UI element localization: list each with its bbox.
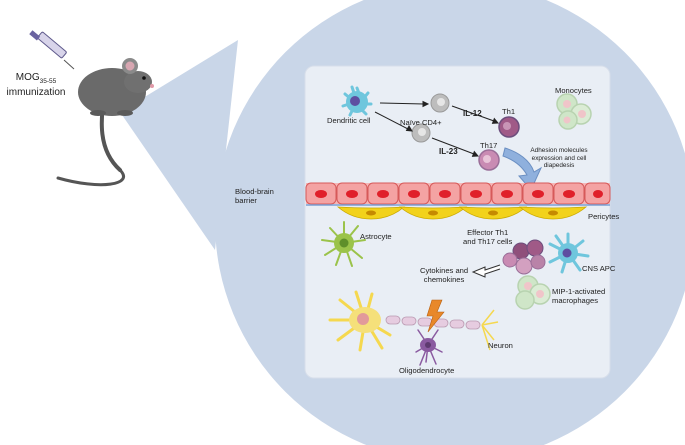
immunization-word: immunization (6, 87, 66, 98)
mouse-icon (56, 58, 154, 187)
mog-label: MOG (15, 72, 40, 83)
pericyte-cells (336, 206, 588, 220)
neuron-cell (328, 290, 499, 352)
effector-t-cells (502, 239, 546, 275)
oligodendrocyte-label: Oligodendrocyte (399, 366, 455, 375)
th1-label: Th1 (502, 107, 516, 116)
dendritic-cell (341, 85, 373, 117)
astrocyte-label: Astrocyte (360, 232, 392, 241)
il23-label: IL-23 (439, 147, 458, 156)
adhesion-label: Adhesion molecules expression and cell d… (530, 147, 588, 169)
pericytes-label: Pericytes (588, 212, 620, 221)
priming-arrows (374, 100, 500, 157)
th17-label: Th17 (480, 141, 498, 150)
naive-cd4-cell-upper (430, 93, 450, 113)
oligodendrocyte-cell (415, 329, 443, 366)
monocytes-label: Monocytes (555, 86, 592, 95)
cns-apc-cell (548, 232, 590, 274)
macrophages-label: MIP-1-activated macrophages (552, 287, 606, 305)
immunization-label: MOG35-55 immunization (2, 72, 70, 98)
neuron-label: Neuron (488, 341, 513, 350)
syringe-icon (29, 30, 75, 70)
cytokines-arrow (471, 264, 501, 278)
zoom-cone (120, 40, 238, 250)
dendritic-cell-label: Dendritic cell (327, 116, 371, 125)
lightning-icon (426, 299, 445, 333)
th17-cell (478, 149, 500, 171)
monocyte-cells (556, 93, 592, 130)
cns-apc-label: CNS APC (582, 264, 616, 273)
mog-peptide-range: 35-55 (39, 78, 57, 85)
effector-label: Effector Th1 and Th17 cells (463, 228, 513, 246)
macrophage-cells (515, 275, 551, 310)
bbb-label: Blood-brain barrier (235, 187, 274, 205)
astrocyte-cell (321, 221, 366, 267)
naive-cd4-label: Naïve CD4+ (400, 118, 442, 127)
endothelial-cells (305, 182, 611, 206)
cytokines-label: Cytokines and chemokines (420, 266, 469, 284)
il12-label: IL-12 (463, 109, 482, 118)
naive-cd4-cell-lower (411, 123, 431, 143)
th1-cell (498, 116, 520, 138)
